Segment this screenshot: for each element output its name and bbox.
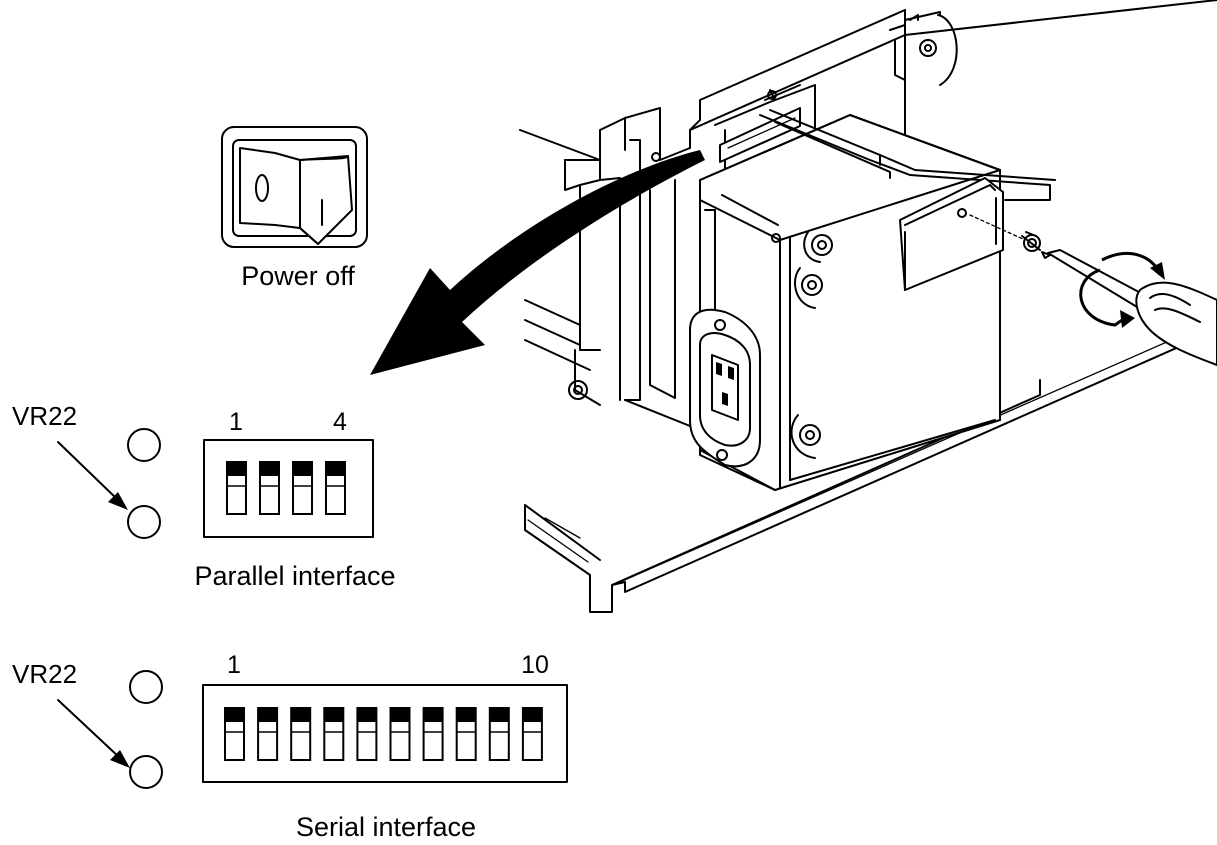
box-screw xyxy=(794,267,823,309)
parallel-dip-last-label: 4 xyxy=(333,408,347,436)
parallel-dip-4 xyxy=(325,461,346,515)
serial-dip-switch xyxy=(202,684,568,783)
serial-dip-7 xyxy=(422,707,444,761)
serial-dip-last-label: 10 xyxy=(521,651,549,679)
serial-dip-6 xyxy=(389,707,411,761)
screwdriver-icon xyxy=(1041,249,1217,366)
cover-screw-icon xyxy=(969,214,1041,252)
serial-dip-1 xyxy=(224,707,245,761)
cover-plate xyxy=(899,177,1004,291)
serial-dip-9 xyxy=(488,707,510,761)
parallel-dip-levers xyxy=(226,461,346,515)
parallel-dip-1 xyxy=(226,461,247,515)
serial-interface-caption: Serial interface xyxy=(296,812,476,842)
serial-vr22-circle xyxy=(129,755,163,789)
serial-dip-levers xyxy=(224,707,543,761)
parallel-dip-first-label: 1 xyxy=(229,408,243,436)
parallel-vr-upper-circle xyxy=(127,428,161,462)
serial-dip-3 xyxy=(290,707,312,761)
parallel-dip-2 xyxy=(259,461,280,515)
power-inlet xyxy=(689,308,761,468)
box-screw xyxy=(803,231,833,263)
printer-rear-panel-icon xyxy=(519,0,1217,613)
box-screw xyxy=(790,414,821,459)
parallel-dip-switch xyxy=(203,439,374,538)
serial-dip-5 xyxy=(356,707,378,761)
serial-vr22-label: VR22 xyxy=(12,659,77,689)
parallel-vr22-label: VR22 xyxy=(12,401,77,431)
curved-arrow-icon xyxy=(370,150,705,375)
power-off-caption: Power off xyxy=(241,261,355,291)
serial-dip-10 xyxy=(521,707,543,761)
serial-dip-4 xyxy=(323,707,345,761)
serial-dip-first-label: 1 xyxy=(227,651,241,679)
rocker-switch-off-icon xyxy=(221,126,368,248)
serial-dip-2 xyxy=(257,707,279,761)
serial-dip-8 xyxy=(455,707,477,761)
parallel-vr22-circle xyxy=(127,505,161,539)
serial-interface-section: VR22 1 10 xyxy=(12,651,568,789)
serial-vr-upper-circle xyxy=(129,670,163,704)
parallel-interface-section: VR22 1 4 xyxy=(12,401,374,539)
parallel-dip-3 xyxy=(292,461,313,515)
parallel-interface-caption: Parallel interface xyxy=(194,561,395,591)
